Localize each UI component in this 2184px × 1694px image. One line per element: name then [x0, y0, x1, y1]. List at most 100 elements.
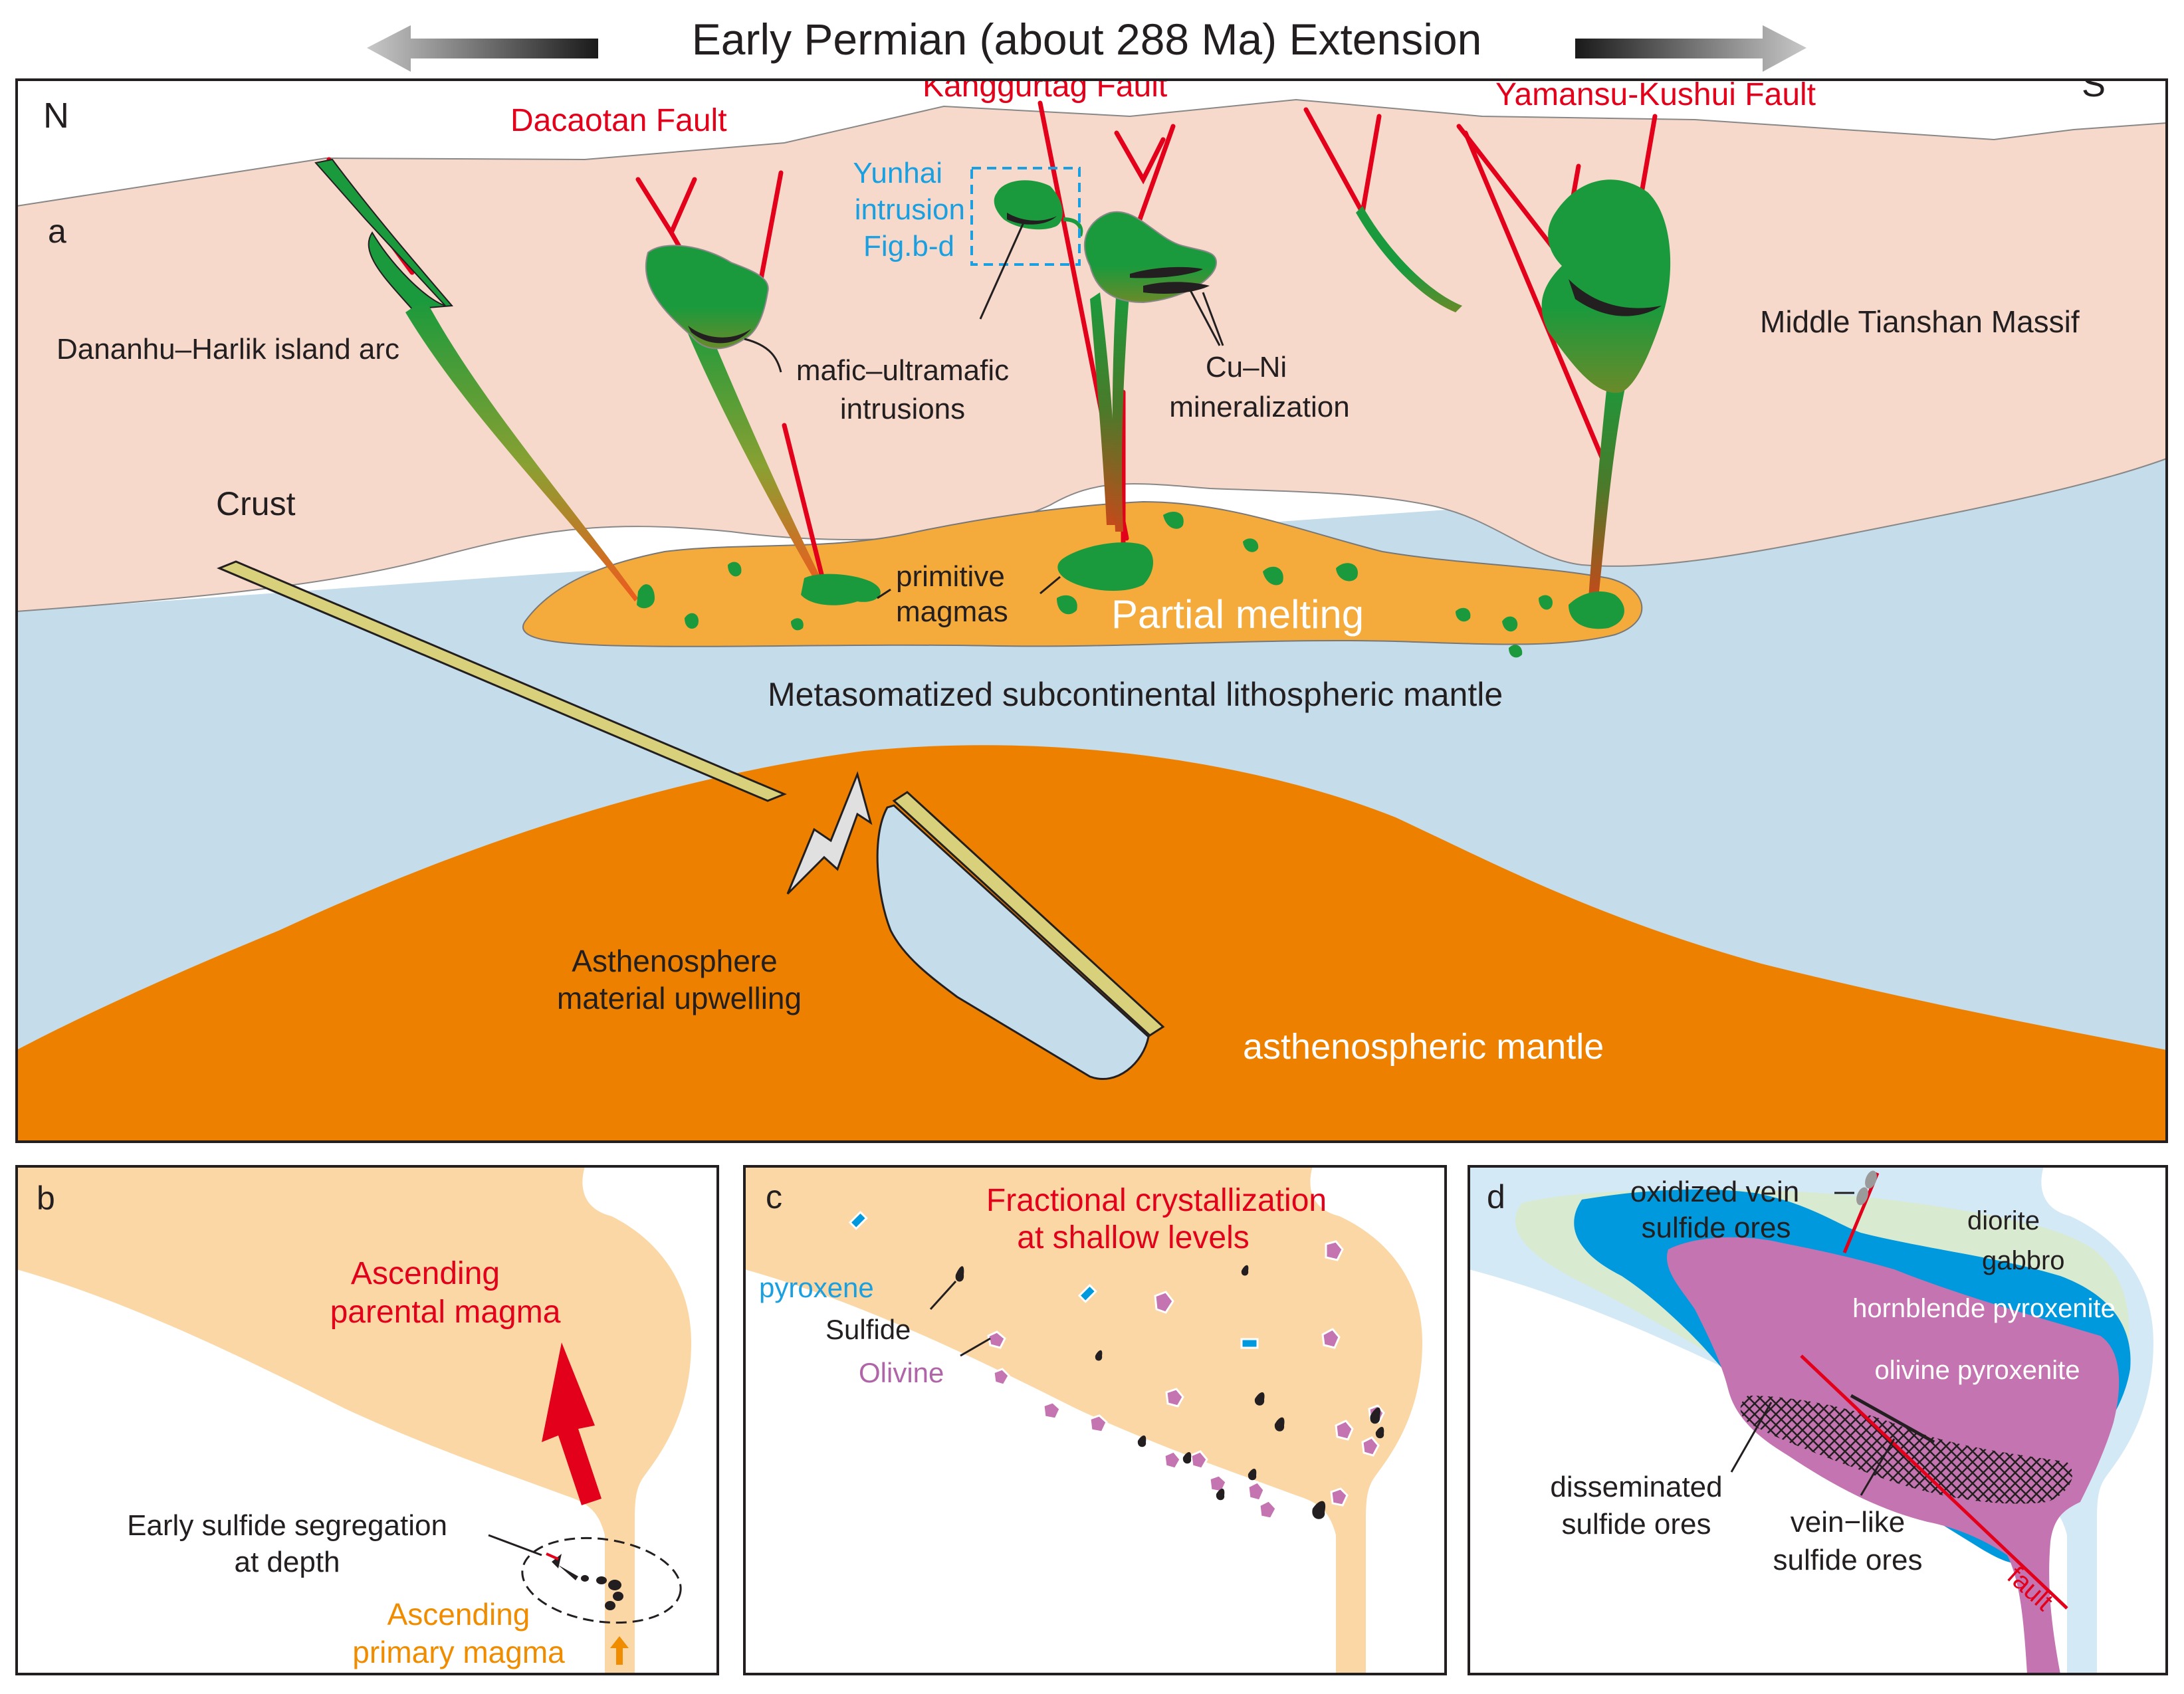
olivine-crystal — [1335, 1420, 1354, 1441]
fault-d-line — [1800, 1354, 2068, 1610]
olivine-crystal — [1154, 1291, 1174, 1314]
olivine-crystal — [1321, 1328, 1341, 1349]
red-sulfide-streak — [546, 1552, 559, 1560]
panel-c: c Fractional crystallization at shallow … — [744, 1166, 1446, 1674]
panel-b-label: b — [37, 1180, 55, 1217]
fault-line — [782, 423, 827, 587]
disseminated-line2: sulfide ores — [1561, 1508, 1711, 1540]
disseminated-line1: disseminated — [1550, 1471, 1722, 1503]
early-sulfide-line1: Early sulfide segregation — [127, 1509, 447, 1542]
ascending-primary-arrow — [610, 1636, 629, 1665]
south-label: S — [2082, 64, 2106, 104]
mafic-intrusions-line1: mafic–ultramafic — [796, 354, 1009, 387]
right-extension-arrow — [1575, 25, 1806, 72]
sulfide-bleb — [1370, 1407, 1380, 1424]
magma-pod — [1057, 595, 1077, 615]
ascending-parental-arrow — [542, 1342, 601, 1505]
diorite-label: diorite — [1967, 1206, 2040, 1235]
sulfide-bleb — [955, 1266, 964, 1282]
olivine-label: Olivine — [859, 1357, 944, 1388]
ascending-primary-line1: Ascending — [387, 1597, 530, 1632]
yamansu-fault-label: Yamansu-Kushui Fault — [1495, 77, 1816, 112]
fractional-line2: at shallow levels — [1017, 1220, 1250, 1255]
sulfide-bleb — [1095, 1350, 1103, 1361]
pyroxene-crystal — [848, 1210, 868, 1230]
panel-b-magma-body — [17, 1166, 691, 1674]
metasomatized-mantle-label: Metasomatized subcontinental lithospheri… — [768, 676, 1503, 713]
magma-pod — [1336, 563, 1358, 582]
primitive-magmas-line2: magmas — [896, 595, 1008, 628]
vein-like-line2: sulfide ores — [1773, 1544, 1922, 1576]
disseminated-sulfide-zone — [1740, 1396, 2073, 1504]
olivine-crystal — [1089, 1414, 1108, 1433]
vein-like-line1: vein−like — [1791, 1506, 1905, 1538]
olivine-crystal — [1247, 1481, 1265, 1502]
sulfide-bleb — [1137, 1435, 1147, 1447]
panel-c-label: c — [766, 1178, 782, 1216]
pyroxene-crystal — [1240, 1338, 1259, 1349]
sulfide-bleb — [1312, 1501, 1326, 1519]
panel-d-frame — [1468, 1165, 2168, 1675]
sulfide-bleb — [1375, 1427, 1384, 1439]
sulfide-segregation-ellipse — [521, 1536, 682, 1624]
leader-lines — [744, 222, 1224, 599]
pyroxene-crystals — [848, 1210, 1259, 1349]
panel-b: b Ascending parental magma Early sulfide… — [17, 1166, 718, 1674]
sulfide-bleb — [1274, 1417, 1285, 1431]
primitive-magmas-line1: primitive — [896, 560, 1005, 593]
magma-pod — [637, 584, 655, 609]
olivine-crystal — [1165, 1388, 1184, 1408]
dananhu-dike — [314, 158, 638, 601]
panel-b-frame — [15, 1165, 719, 1675]
olivine-crystal — [1330, 1487, 1349, 1507]
olivine-crystal — [987, 1330, 1006, 1349]
primitive-magma-pods — [637, 512, 1624, 658]
title-extension-arrows: Early Permian (about 288 Ma) Extension — [367, 15, 1806, 72]
yunhai-label-line1: Yunhai — [853, 157, 942, 189]
magma-pod — [1456, 607, 1471, 622]
olivine-crystals — [987, 1240, 1385, 1520]
olivine-crystal — [1042, 1401, 1061, 1420]
panel-c-leaders — [929, 1280, 991, 1357]
panel-a-frame — [15, 78, 2168, 1143]
fault-line — [1639, 114, 1658, 195]
crust-label: Crust — [216, 485, 296, 522]
olivine-crystal — [1190, 1450, 1208, 1470]
yunhai-dashed-box — [970, 167, 1081, 266]
ascending-parental-line2: parental magma — [330, 1295, 561, 1330]
fractional-line1: Fractional crystallization — [986, 1183, 1327, 1218]
magma-pod — [685, 613, 699, 629]
panel-a: N S a Dacaotan Fault Kanggurtag Fault Ya… — [17, 64, 2167, 1142]
detached-slab-block — [876, 791, 1165, 1081]
early-sulfide-line2: at depth — [234, 1546, 340, 1578]
magma-pod — [1509, 645, 1523, 658]
early-sulfide-leader — [488, 1534, 542, 1556]
yamansu-intrusion — [1356, 179, 1671, 598]
left-extension-arrow — [367, 25, 598, 72]
sulfide-blebs — [955, 1265, 1384, 1519]
magma-pod — [801, 574, 881, 605]
panel-a-label: a — [48, 213, 66, 250]
olivine-crystal — [1361, 1436, 1380, 1457]
magma-pod — [1569, 591, 1624, 629]
olivine-crystal — [1208, 1474, 1228, 1493]
dacaotan-fault-label: Dacaotan Fault — [510, 103, 727, 138]
magma-pod — [1163, 512, 1184, 529]
subducted-slab-upper — [217, 560, 787, 802]
dacaotan-intrusion — [645, 245, 824, 587]
figure-title: Early Permian (about 288 Ma) Extension — [692, 15, 1482, 64]
sulfide-bleb — [1241, 1265, 1249, 1276]
ascending-parental-line1: Ascending — [351, 1256, 500, 1291]
dananhu-label: Dananhu–Harlik island arc — [56, 333, 399, 366]
magma-pod — [1263, 566, 1283, 585]
oxidized-vein-line2: sulfide ores — [1641, 1212, 1791, 1244]
magma-pod — [1502, 616, 1518, 632]
sulfide-bleb — [1182, 1452, 1192, 1464]
olivine-pyroxenite-label: olivine pyroxenite — [1874, 1356, 2080, 1385]
panel-d-leaders — [1730, 1192, 1896, 1496]
north-label: N — [43, 96, 69, 136]
yunhai-label-line3: Fig.b-d — [863, 230, 954, 263]
fault-line — [1114, 130, 1166, 185]
vein-sulfide-line — [1850, 1394, 1935, 1444]
